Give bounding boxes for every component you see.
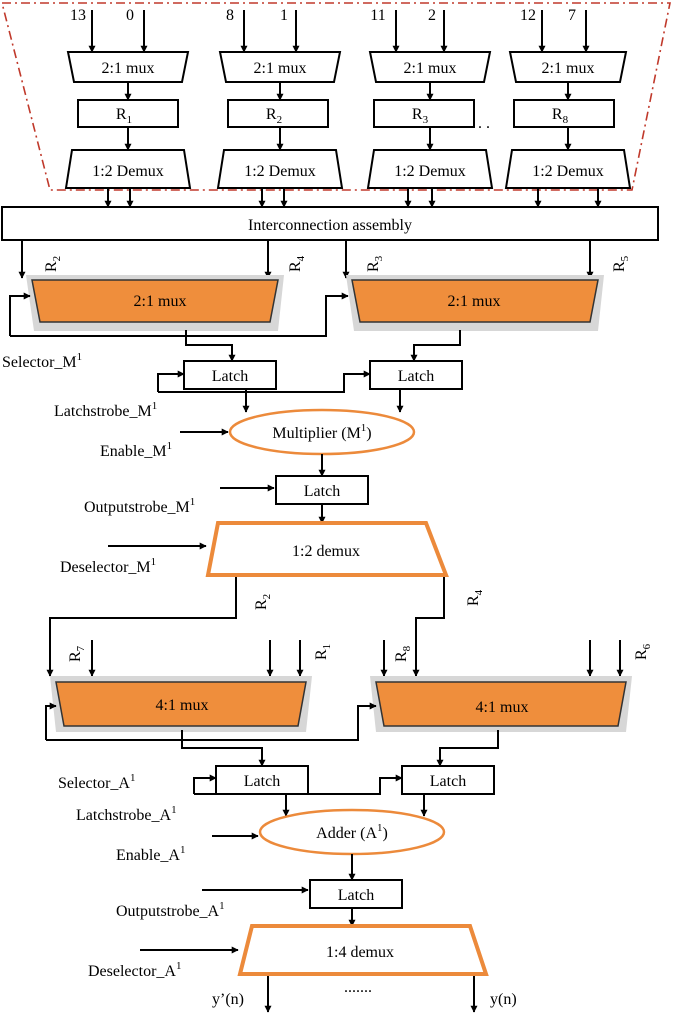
latchstrobe-m1-label: Latchstrobe_M1 [54, 400, 157, 420]
latch-right [401, 765, 495, 795]
top-stage-enclosure [0, 2, 671, 191]
latch-label: Latch [398, 368, 434, 385]
register-label: R2 [266, 106, 282, 126]
register-label: R8 [552, 106, 569, 126]
register [373, 99, 475, 128]
demux-label: 1:2 Demux [244, 163, 316, 180]
demux-label: 1:4 demux [326, 944, 394, 961]
enable-m1-label: Enable_M1 [100, 440, 172, 460]
register-label: R3 [412, 106, 429, 126]
mux-label: 2:1 mux [404, 60, 457, 77]
mux-2to1-left [31, 279, 279, 323]
input-value: 7 [568, 7, 576, 24]
outputstrobe-a1-label: Outputstrobe_A1 [116, 900, 225, 920]
mux-input-label: R4 [287, 255, 307, 272]
input-value: 1 [280, 7, 288, 24]
interconnection-assembly [1, 206, 659, 241]
mux-2to1 [368, 51, 492, 83]
register [513, 99, 615, 128]
selector-m1-label: Selector_M1 [2, 351, 82, 371]
mux-2to1 [66, 51, 190, 83]
mux-2to1 [218, 51, 342, 83]
demux-label: 1:2 Demux [532, 163, 604, 180]
demux-1to2 [216, 149, 344, 189]
mux-2to1 [508, 51, 628, 83]
input-value: 8 [226, 7, 234, 24]
demux-label: 1:2 demux [292, 543, 360, 560]
deselector-a1-label: Deselector_A1 [88, 960, 181, 980]
mux-label: 2:1 mux [134, 293, 187, 310]
latch-label: Latch [244, 773, 280, 790]
mux-4to1-left [55, 681, 307, 727]
latch-label: Latch [430, 773, 466, 790]
mux-input-label: R3 [365, 255, 385, 272]
latch-label: Latch [338, 887, 374, 904]
ellipsis: . . [478, 115, 490, 132]
mux-input-label: R5 [611, 255, 631, 272]
demux-1to2 [366, 149, 494, 189]
deselector-m1-label: Deselector_M1 [60, 556, 156, 576]
top-column-1: 13 0 2:1 mux R1 1:2 Demux [64, 7, 192, 208]
interconnect-label: Interconnection assembly [248, 217, 412, 234]
outputstrobe-m1-label: Outputstrobe_M1 [84, 496, 195, 516]
mux-input-label: R7 [67, 645, 87, 662]
mux-input-label: R2 [43, 256, 63, 272]
mux-label: 4:1 mux [156, 697, 209, 714]
demux-label: 1:2 Demux [92, 163, 164, 180]
output-y-prime: y’(n) [212, 991, 244, 1008]
mux-label: 4:1 mux [476, 699, 529, 716]
input-value: 11 [370, 7, 385, 24]
mux-input-label: R1 [313, 644, 333, 660]
mux-label: 2:1 mux [542, 60, 595, 77]
input-value: 2 [428, 7, 436, 24]
mux-4to1-right [375, 681, 627, 727]
input-value: 12 [520, 7, 536, 24]
mux-label: 2:1 mux [254, 60, 307, 77]
demux-label: 1:2 Demux [394, 163, 466, 180]
register [227, 99, 329, 128]
selector-a1-label: Selector_A1 [58, 772, 135, 792]
output-dots: ....... [344, 979, 372, 996]
demux-output-label: R2 [253, 594, 273, 610]
latch-label: Latch [212, 368, 248, 385]
latch-label: Latch [304, 483, 340, 500]
mux-label: 2:1 mux [102, 60, 155, 77]
mux-input-label: R6 [633, 643, 653, 660]
mux-input-label: R8 [393, 645, 413, 662]
top-column-2: 8 1 2:1 mux R2 1:2 Demux [216, 7, 344, 208]
input-value: 13 [70, 7, 86, 24]
latch-left [183, 360, 277, 390]
top-column-4: 12 7 2:1 mux R8 1:2 Demux [504, 7, 632, 208]
output-latch-a [309, 879, 403, 909]
mux-2to1-right [351, 279, 599, 323]
demux-output-label: R4 [465, 589, 485, 606]
output-latch-m [275, 475, 369, 505]
demux-1to4-a [237, 924, 489, 976]
input-value: 0 [126, 7, 134, 24]
demux-1to2 [64, 149, 192, 189]
register-label: R1 [116, 106, 132, 126]
register [77, 99, 179, 128]
top-column-3: 11 2 2:1 mux R3 1:2 Demux [366, 7, 494, 208]
multiplier-label: Multiplier (M1) [272, 422, 371, 442]
enable-a1-label: Enable_A1 [116, 844, 185, 864]
adder-label: Adder (A1) [316, 822, 388, 842]
output-y: y(n) [490, 991, 517, 1008]
mux-label: 2:1 mux [448, 293, 501, 310]
latchstrobe-a1-label: Latchstrobe_A1 [76, 804, 177, 824]
demux-1to2 [504, 149, 632, 189]
demux-1to2-m [205, 521, 449, 577]
